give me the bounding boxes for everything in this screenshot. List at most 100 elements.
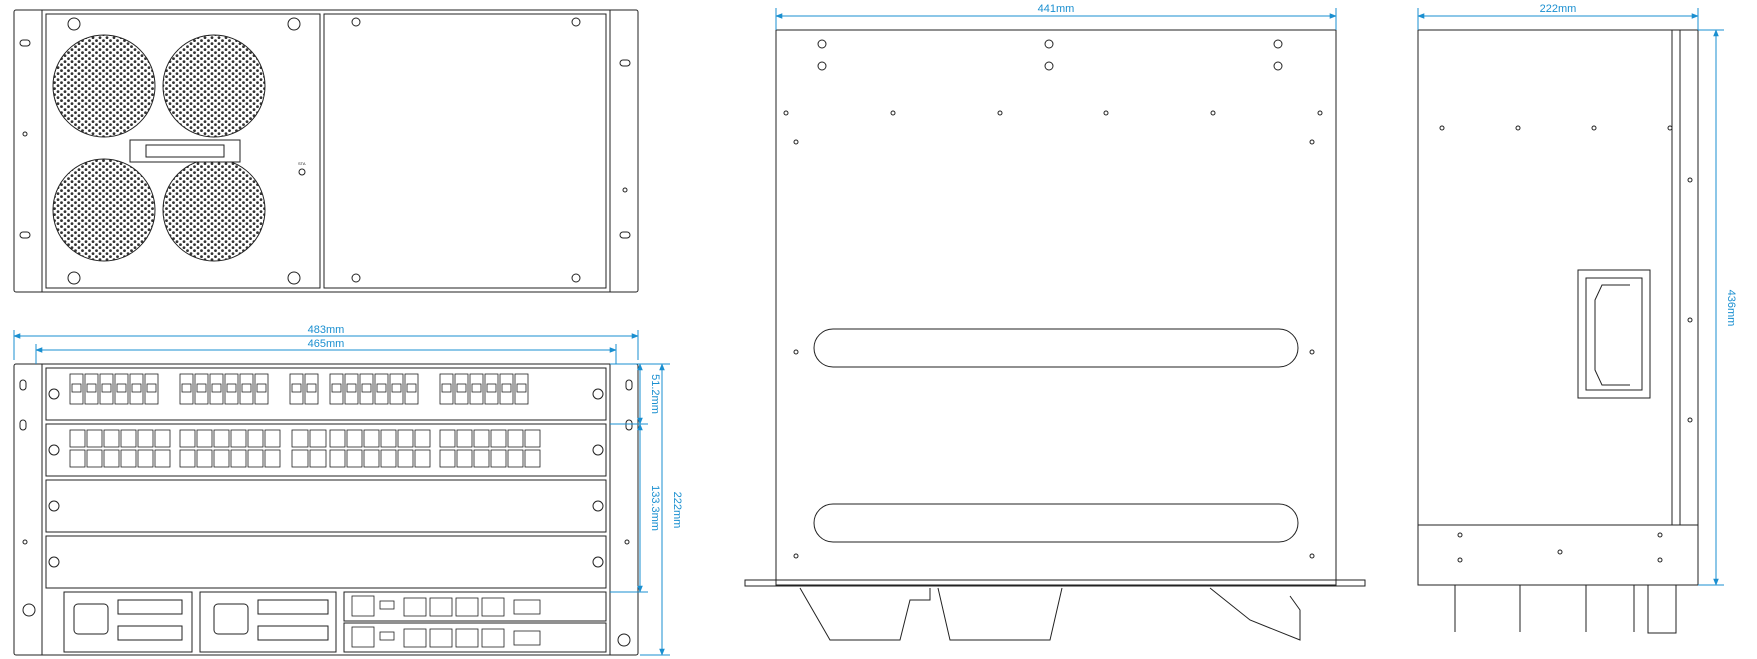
rj45-port-icon xyxy=(154,449,171,468)
mgmt-port-icon xyxy=(455,597,479,617)
rj45-port-row xyxy=(69,429,541,468)
fan-indicator-label: STA xyxy=(298,161,306,166)
sfp-port-icon xyxy=(179,373,194,405)
bracket-handle xyxy=(799,587,931,641)
screw-icon xyxy=(571,273,581,283)
dim-465-label: 465mm xyxy=(308,338,345,350)
sfp-port-icon xyxy=(129,373,144,405)
port-chassis-body xyxy=(41,363,611,656)
sfp-port-icon xyxy=(69,373,84,405)
power-inlet-icon xyxy=(213,603,249,635)
rj45-port-icon xyxy=(363,429,380,448)
hole-icon xyxy=(1457,557,1463,563)
ground-icon xyxy=(22,603,36,617)
fan-grill-icon xyxy=(52,34,156,138)
dim-222-label: 222mm xyxy=(671,492,683,529)
sfp-port-cage xyxy=(486,383,497,393)
rj45-port-icon xyxy=(414,449,431,468)
screw-icon xyxy=(351,17,361,27)
ear-hole xyxy=(22,539,28,545)
screw-icon xyxy=(592,556,604,568)
screw-icon xyxy=(351,273,361,283)
sfp-port-cage xyxy=(346,383,357,393)
ear-hole xyxy=(622,187,628,193)
dim-436-label: 436mm xyxy=(1725,290,1737,327)
screw-icon xyxy=(571,17,581,27)
sfp-port-cage xyxy=(71,383,82,393)
rj45-port-icon xyxy=(120,449,137,468)
rj45-port-icon xyxy=(137,429,154,448)
fan-grill-icon xyxy=(52,158,156,262)
sfp-port-cage xyxy=(241,383,252,393)
control-module-2 xyxy=(343,622,607,653)
rj45-port-icon xyxy=(473,449,490,468)
screw-icon xyxy=(1273,39,1283,49)
rj45-port-icon xyxy=(103,449,120,468)
psu-handle xyxy=(257,599,329,615)
vent-grid xyxy=(351,595,375,617)
sfp-port-icon xyxy=(454,373,469,405)
sfp-port-cage xyxy=(181,383,192,393)
rj45-port-icon xyxy=(397,429,414,448)
screw-icon xyxy=(1273,61,1283,71)
fan-handle-grip xyxy=(145,144,225,158)
hole-icon xyxy=(890,110,896,116)
rj45-port-icon xyxy=(196,429,213,448)
fan-chassis-body xyxy=(41,9,611,293)
power-module-2 xyxy=(199,591,337,653)
sfp-port-icon xyxy=(239,373,254,405)
sfp-port-cage xyxy=(391,383,402,393)
ground-icon xyxy=(617,633,631,647)
hole-icon xyxy=(1687,417,1693,423)
rj45-port-icon xyxy=(456,449,473,468)
rj45-port-icon xyxy=(213,449,230,468)
sfp-port-icon xyxy=(224,373,239,405)
sfp-port-icon xyxy=(404,373,419,405)
sfp-port-icon xyxy=(439,373,454,405)
sfp-port-icon xyxy=(114,373,129,405)
screw-icon xyxy=(287,17,301,31)
hole-icon xyxy=(1591,125,1597,131)
rj45-port-icon xyxy=(86,449,103,468)
sfp-port-cage xyxy=(376,383,387,393)
sfp-port-cage xyxy=(116,383,127,393)
sfp-port-cage xyxy=(256,383,267,393)
front-port-view xyxy=(13,363,639,656)
sfp-port-icon xyxy=(389,373,404,405)
rj45-port-icon xyxy=(490,429,507,448)
rj45-port-icon xyxy=(490,449,507,468)
sfp-port-cage xyxy=(131,383,142,393)
dimension-lines xyxy=(13,8,1724,656)
hole-icon xyxy=(1557,549,1563,555)
vent-grid xyxy=(351,626,375,648)
mgmt-port-icon xyxy=(429,628,453,648)
rj45-port-icon xyxy=(507,449,524,468)
led-panel xyxy=(513,599,541,615)
sfp-port-icon xyxy=(484,373,499,405)
rj45-port-icon xyxy=(103,429,120,448)
power-inlet-icon xyxy=(73,603,109,635)
top-flange xyxy=(744,579,1366,587)
sfp-port-cage xyxy=(101,383,112,393)
hole-icon xyxy=(1687,177,1693,183)
rj45-port-icon xyxy=(380,429,397,448)
hole-icon xyxy=(783,110,789,116)
rj45-port-icon xyxy=(230,449,247,468)
top-view-holes xyxy=(783,39,1323,559)
rj45-port-icon xyxy=(264,449,281,468)
sfp-port-cage xyxy=(211,383,222,393)
ear-slot xyxy=(19,39,31,47)
rj45-port-icon xyxy=(247,429,264,448)
ear-hole xyxy=(22,131,28,137)
ear-slot xyxy=(625,379,633,391)
ear-hole xyxy=(624,539,630,545)
bracket-handle xyxy=(937,587,1063,641)
screw-icon xyxy=(48,500,60,512)
rj45-port-icon xyxy=(473,429,490,448)
rj45-port-icon xyxy=(414,429,431,448)
screw-icon xyxy=(48,444,60,456)
rj45-port-icon xyxy=(309,429,327,448)
sfp-port-cage xyxy=(306,383,317,393)
dim-51-label: 51.2mm xyxy=(649,374,661,414)
ear-slot xyxy=(19,231,31,239)
